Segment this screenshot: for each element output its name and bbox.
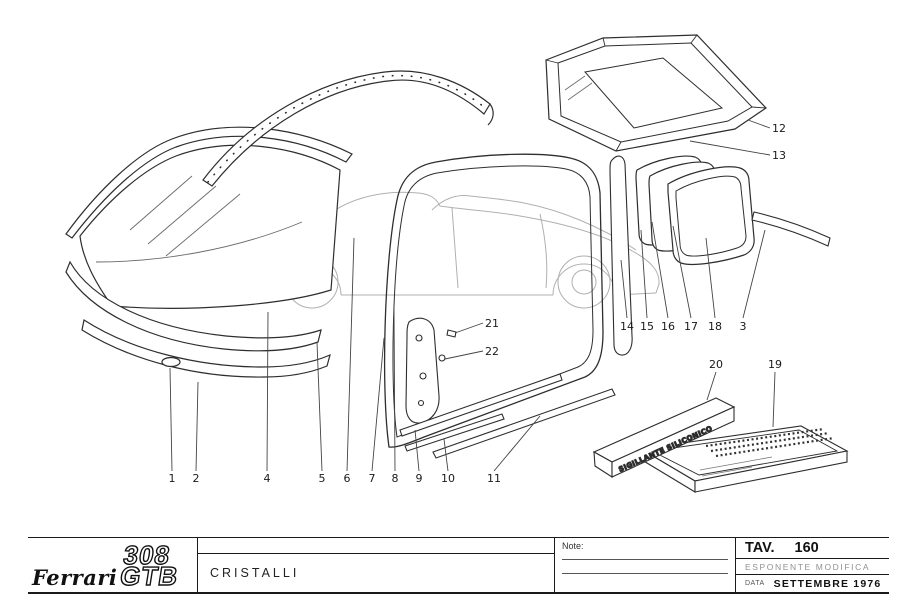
callout-22: 22 bbox=[485, 345, 499, 358]
callout-2: 2 bbox=[193, 472, 200, 485]
rivet-dots bbox=[207, 74, 485, 183]
model-gtb: GTB bbox=[118, 561, 182, 592]
callout-9: 9 bbox=[416, 472, 423, 485]
windshield-reflections bbox=[95, 175, 303, 263]
model-logo: 308 GTB bbox=[118, 540, 184, 593]
tav-label: TAV. bbox=[745, 540, 775, 556]
esponente-label: ESPONENTE MODIFICA bbox=[745, 561, 871, 572]
callout-17: 17 bbox=[684, 320, 698, 333]
esponente-row: ESPONENTE MODIFICA bbox=[736, 559, 889, 575]
data-row: DATA SETTEMBRE 1976 bbox=[736, 575, 889, 592]
title-cell-divider bbox=[198, 538, 554, 554]
callout-10: 10 bbox=[441, 472, 455, 485]
windshield-lower-molding-a bbox=[65, 260, 322, 352]
callout-12: 12 bbox=[772, 122, 786, 135]
callout-18: 18 bbox=[708, 320, 722, 333]
door-lower-strips bbox=[399, 373, 616, 459]
callout-20: 20 bbox=[709, 358, 723, 371]
callout-1: 1 bbox=[169, 472, 176, 485]
parts-diagram: SIGILLANTE SILICONICO 1 2 4 5 6 7 8 9 10… bbox=[65, 34, 849, 493]
spacer-box-printing bbox=[699, 456, 773, 477]
callout-leader-lines bbox=[169, 119, 776, 472]
quarter-vertical-seal bbox=[609, 155, 633, 356]
callout-21: 21 bbox=[485, 317, 499, 330]
door-bracket bbox=[405, 317, 457, 424]
door-window-seal bbox=[383, 153, 604, 448]
callout-16: 16 bbox=[661, 320, 675, 333]
page-title: CRISTALLI bbox=[210, 566, 300, 580]
tav-number: 160 bbox=[794, 540, 819, 556]
callout-11: 11 bbox=[487, 472, 501, 485]
tav-row: TAV. 160 bbox=[736, 538, 889, 559]
sealant-tube-box: SIGILLANTE SILICONICO bbox=[592, 397, 736, 479]
side-trim-strip bbox=[751, 211, 831, 247]
callout-6: 6 bbox=[344, 472, 351, 485]
spacer-box bbox=[639, 425, 849, 493]
windshield-upper-trim bbox=[65, 126, 353, 239]
quarter-window-set bbox=[635, 155, 755, 266]
callout-5: 5 bbox=[319, 472, 326, 485]
callout-15: 15 bbox=[640, 320, 654, 333]
brand-block: Ferrari 308 GTB bbox=[28, 538, 198, 592]
data-value: SETTEMBRE 1976 bbox=[773, 577, 882, 590]
tav-cell: TAV. 160 ESPONENTE MODIFICA DATA SETTEMB… bbox=[736, 538, 889, 592]
ferrari-logo-text: Ferrari bbox=[32, 565, 118, 590]
callout-13: 13 bbox=[772, 149, 786, 162]
callout-8: 8 bbox=[392, 472, 399, 485]
callout-14: 14 bbox=[620, 320, 634, 333]
fastener-screw bbox=[446, 329, 457, 338]
callout-19: 19 bbox=[768, 358, 782, 371]
windshield-group bbox=[65, 126, 353, 378]
table-title-cell: CRISTALLI bbox=[198, 538, 555, 592]
rear-hatch-assembly bbox=[545, 34, 767, 152]
roof-trim-strip bbox=[202, 70, 494, 187]
note-label: Note: bbox=[562, 541, 584, 551]
note-writing-line bbox=[562, 559, 728, 560]
title-block: Ferrari 308 GTB CRISTALLI Note: TAV. 160… bbox=[28, 537, 889, 594]
note-writing-line bbox=[562, 573, 728, 574]
callout-4: 4 bbox=[264, 472, 271, 485]
fastener-clip bbox=[438, 354, 446, 362]
spacer-strip-pattern bbox=[705, 427, 835, 458]
windshield-glass bbox=[79, 144, 341, 309]
note-cell: Note: bbox=[555, 538, 736, 592]
callout-7: 7 bbox=[369, 472, 376, 485]
badge-oval bbox=[161, 356, 181, 368]
data-label: DATA bbox=[745, 580, 765, 587]
callout-3: 3 bbox=[740, 320, 747, 333]
